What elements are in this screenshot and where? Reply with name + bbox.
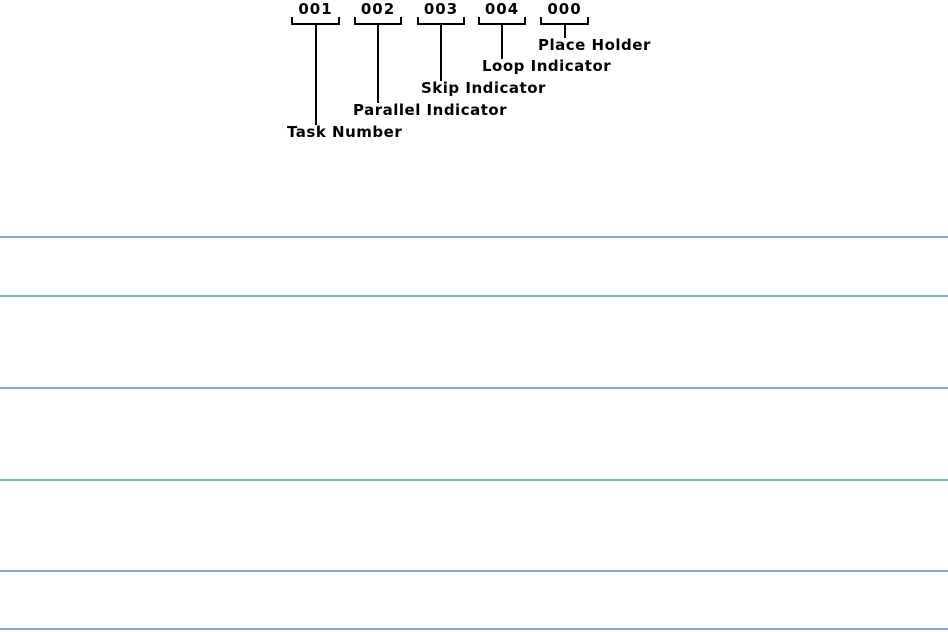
- leader-line-task-number: [315, 24, 317, 125]
- row-separator-line: [0, 628, 948, 630]
- field-label-skip-indicator: Skip Indicator: [421, 79, 546, 97]
- field-label-parallel-indicator: Parallel Indicator: [353, 101, 508, 119]
- leader-line-skip-indicator: [440, 24, 442, 81]
- field-code-parallel-indicator: 002: [360, 0, 396, 18]
- task-number-format-diagram: 001 Task Number 002 Parallel Indicator 0…: [0, 0, 948, 160]
- leader-line-place-holder: [564, 24, 566, 38]
- field-code-skip-indicator: 003: [423, 0, 459, 18]
- row-separator-line: [0, 387, 948, 389]
- row-separator-line: [0, 570, 948, 572]
- row-separator-line: [0, 479, 948, 481]
- field-label-place-holder: Place Holder: [538, 36, 651, 54]
- field-label-loop-indicator: Loop Indicator: [482, 57, 612, 75]
- leader-line-parallel-indicator: [377, 24, 379, 103]
- row-separator-line: [0, 295, 948, 297]
- field-label-task-number: Task Number: [287, 123, 403, 141]
- field-code-loop-indicator: 004: [484, 0, 520, 18]
- row-separator-line: [0, 236, 948, 238]
- leader-line-loop-indicator: [501, 24, 503, 59]
- field-code-task-number: 001: [298, 0, 333, 18]
- field-code-place-holder: 000: [547, 0, 582, 18]
